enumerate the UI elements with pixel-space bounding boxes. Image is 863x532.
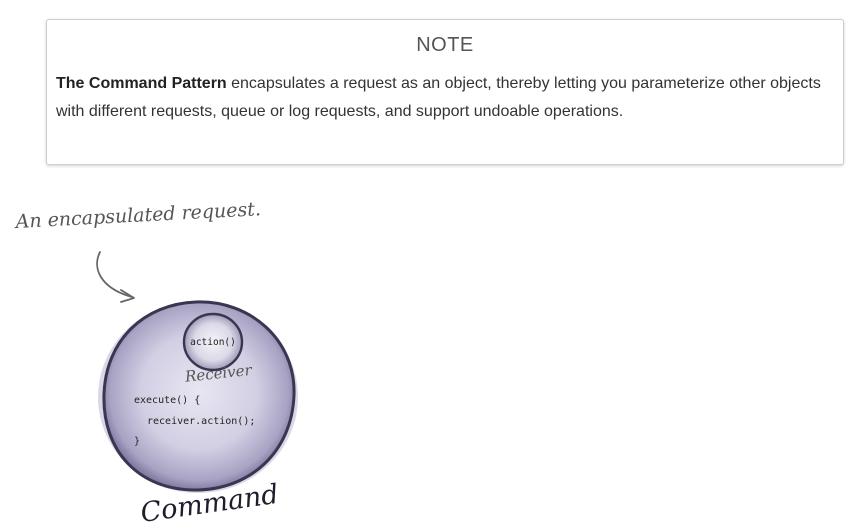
note-definition: The Command Pattern encapsulates a reque…	[56, 70, 823, 126]
code-line-3: }	[134, 436, 140, 447]
receiver-method: action()	[190, 337, 236, 348]
command-illustration: An encapsulated request. action() Receiv…	[13, 198, 298, 529]
code-line-1: execute() {	[134, 395, 200, 406]
annotation-text: An encapsulated request.	[13, 198, 261, 233]
command-capsule	[102, 300, 296, 492]
command-diagram: An encapsulated request. action() Receiv…	[0, 190, 330, 532]
arrow-head	[120, 289, 135, 303]
note-title: NOTE	[416, 34, 474, 56]
code-line-2: receiver.action();	[147, 416, 255, 427]
definition-text: encapsulates a request as an object, the…	[56, 75, 821, 120]
receiver-capsule	[182, 312, 244, 372]
annotation-arrow	[96, 251, 133, 298]
note-box: NOTE The Command Pattern encapsulates a …	[46, 19, 844, 165]
pattern-term: The Command Pattern	[56, 75, 227, 92]
